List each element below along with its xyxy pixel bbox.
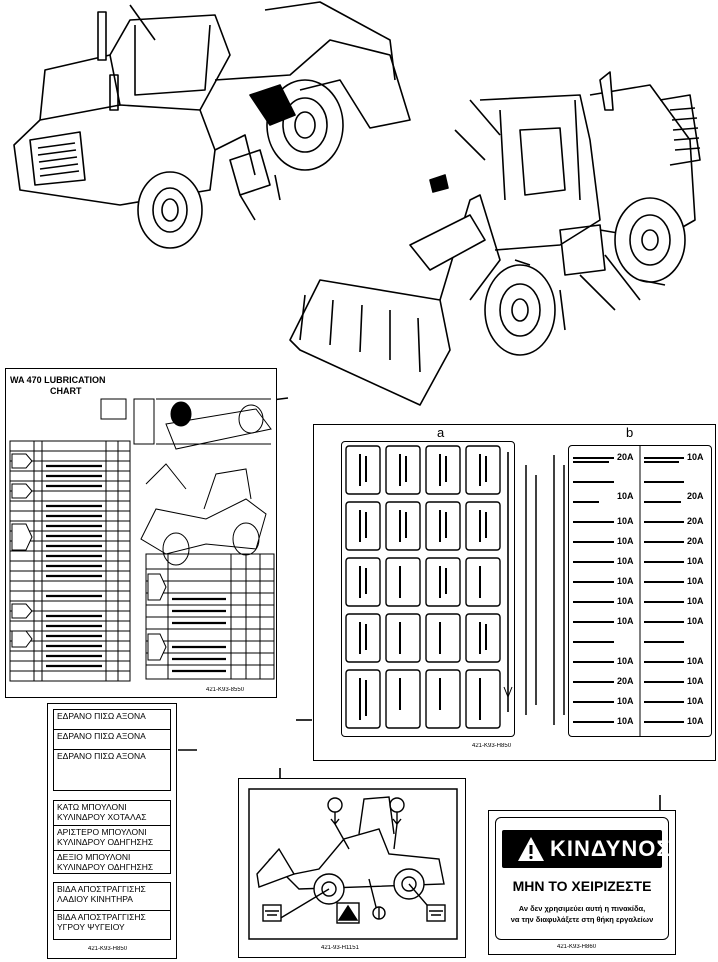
warning-triangle-icon (518, 837, 544, 861)
fuse-rating: 10A (617, 616, 634, 626)
fuse-rating: 10A (617, 656, 634, 666)
danger-header-bar: ΚΙΝΔΥΝΟΣ (502, 830, 670, 868)
fuse-ratings-grid (573, 446, 684, 736)
loader-rear-view (13, 1, 411, 249)
label-line: ΒΙΔΑ ΑΠΟΣΤΡΑΓΓΙΣΗΣ ΛΑΔΙΟΥ ΚΙΝΗΤΗΡΑ (54, 883, 170, 911)
fuse-rating: 10A (687, 716, 704, 726)
fuse-rating: 10A (687, 596, 704, 606)
fuse-ratings-list: 20A 10A 10A 20A 10A 20A 10A 20A 10A 10A … (568, 445, 712, 737)
fuse-rating: 10A (687, 656, 704, 666)
fuse-rating: 20A (687, 536, 704, 546)
label-line: ΚΑΤΩ ΜΠΟΥΛΟΝΙ ΚΥΛΙΝΔΡΟΥ ΧΟΤΑΛΑΣ (54, 801, 170, 826)
danger-tag-inner-border: ΚΙΝΔΥΝΟΣ ΜΗΝ ΤΟ ΧΕΙΡΙΖΕΣΤΕ Αν δεν χρησιμ… (495, 817, 670, 940)
fuse-rating: 20A (617, 676, 634, 686)
label-line: ΕΔΡΑΝΟ ΠΙΣΩ ΑΞΟΝΑ (54, 730, 170, 750)
fuse-rating: 10A (617, 491, 634, 501)
fuse-rating: 10A (687, 676, 704, 686)
lubrication-chart: WA 470 LUBRICATION CHART (5, 368, 277, 698)
fuse-rating: 10A (617, 576, 634, 586)
label-line: ΒΙΔΑ ΑΠΟΣΤΡΑΓΓΙΣΗΣ ΥΓΡΟΥ ΨΥΓΕΙΟΥ (57, 912, 146, 932)
fuse-grid-a-cells (345, 445, 513, 729)
danger-subheading: ΜΗΝ ΤΟ ΧΕΙΡΙΖΕΣΤΕ (512, 878, 652, 894)
fuse-rating: 10A (687, 696, 704, 706)
lubrication-chart-part-number: 421-K93-8550 (206, 687, 245, 693)
fuse-rating: 20A (687, 516, 704, 526)
fuse-rating: 10A (687, 616, 704, 626)
lubrication-chart-graphics (9, 398, 275, 682)
fuse-panel-part-number: 421-K93-H850 (472, 743, 512, 749)
danger-label-part-number: 421-K93-H860 (557, 944, 597, 950)
greek-labels-panel: ΕΔΡΑΝΟ ΠΙΣΩ ΑΞΟΝΑ ΕΔΡΑΝΟ ΠΙΣΩ ΑΞΟΝΑ ΕΔΡΑ… (47, 703, 177, 959)
greek-labels-part-number: 421-K93-H850 (88, 946, 128, 952)
danger-body-line-2: να την διαφυλάξετε στη θήκη εργαλείων (510, 915, 654, 924)
lift-points-label: 421-93-H1151 (238, 778, 466, 958)
label-box-cylinder-pins: ΚΑΤΩ ΜΠΟΥΛΟΝΙ ΚΥΛΙΝΔΡΟΥ ΧΟΤΑΛΑΣ ΑΡΙΣΤΕΡΟ… (53, 800, 171, 874)
fuse-instructions-strip (525, 455, 565, 725)
fuse-rating: 20A (617, 452, 634, 462)
fuse-rating: 10A (617, 596, 634, 606)
lift-points-graphic (248, 788, 458, 940)
fuse-rating: 10A (617, 556, 634, 566)
loader-front-view (289, 71, 701, 406)
fuse-rating: 10A (617, 536, 634, 546)
danger-heading: ΚΙΝΔΥΝΟΣ (550, 836, 671, 861)
fuse-rating: 10A (617, 696, 634, 706)
fuse-grid-a (341, 441, 515, 737)
label-box-drain-plugs: ΒΙΔΑ ΑΠΟΣΤΡΑΓΓΙΣΗΣ ΛΑΔΙΟΥ ΚΙΝΗΤΗΡΑ ΒΙΔΑ … (53, 882, 171, 940)
label-box-rear-axle: ΕΔΡΑΝΟ ΠΙΣΩ ΑΞΟΝΑ ΕΔΡΑΝΟ ΠΙΣΩ ΑΞΟΝΑ ΕΔΡΑ… (53, 709, 171, 791)
fuse-rating: 10A (617, 716, 634, 726)
fuse-label-panel: a b (313, 424, 716, 761)
label-line: ΑΡΙΣΤΕΡΟ ΜΠΟΥΛΟΝΙ ΚΥΛΙΝΔΡΟΥ ΟΔΗΓΗΣΗΣ (54, 826, 170, 851)
lift-label-part-number: 421-93-H1151 (321, 945, 359, 951)
danger-body-line-1: Αν δεν χρησιμεύει αυτή η πινακίδα, (518, 904, 646, 913)
fuse-rating: 10A (687, 556, 704, 566)
fuse-rating: 20A (687, 491, 704, 501)
label-line: ΕΔΡΑΝΟ ΠΙΣΩ ΑΞΟΝΑ (54, 710, 170, 730)
callout-a: a (437, 425, 445, 440)
callout-b: b (626, 425, 634, 440)
fuse-rating: 10A (617, 516, 634, 526)
fuse-rating: 10A (687, 452, 704, 462)
lubrication-chart-title: WA 470 LUBRICATION (10, 375, 106, 385)
fuse-rating: 10A (687, 576, 704, 586)
danger-tag-label: ΚΙΝΔΥΝΟΣ ΜΗΝ ΤΟ ΧΕΙΡΙΖΕΣΤΕ Αν δεν χρησιμ… (488, 810, 676, 955)
label-line: ΔΕΞΙΟ ΜΠΟΥΛΟΝΙ ΚΥΛΙΝΔΡΟΥ ΟΔΗΓΗΣΗΣ (57, 852, 154, 872)
lubrication-chart-subtitle: CHART (50, 386, 82, 396)
label-line: ΕΔΡΑΝΟ ΠΙΣΩ ΑΞΟΝΑ (57, 751, 146, 761)
